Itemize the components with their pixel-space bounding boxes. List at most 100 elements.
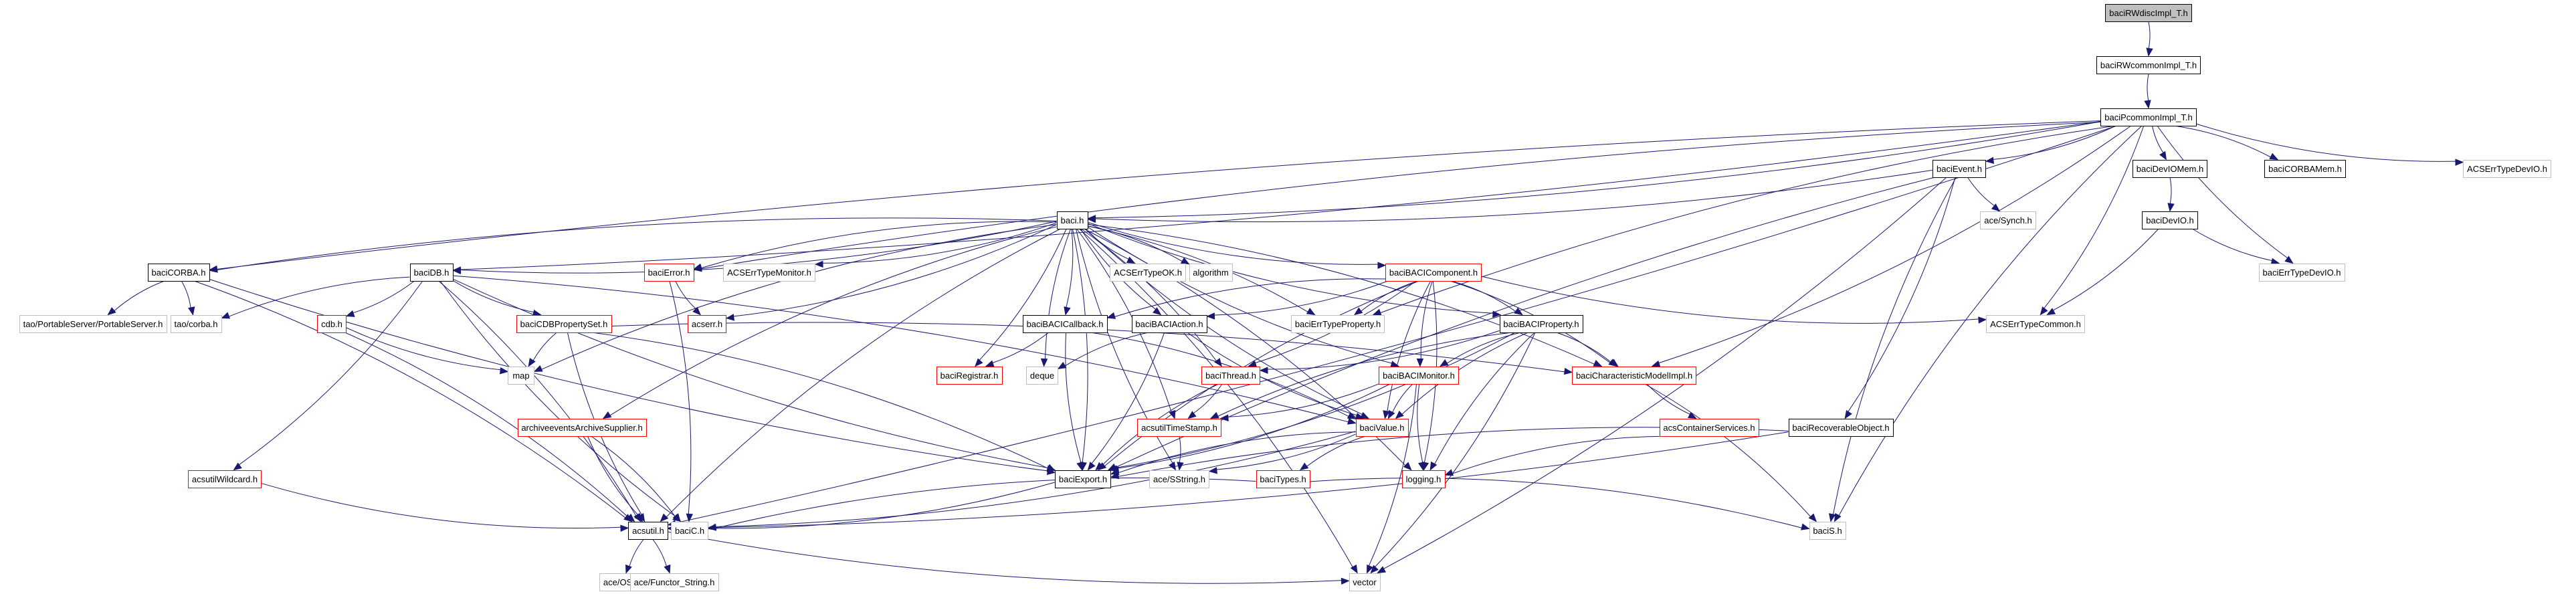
arrowhead-icon bbox=[1834, 512, 1842, 522]
graph-node-acscontainerservices[interactable]: acsContainerServices.h bbox=[1659, 418, 1759, 437]
arrowhead-icon bbox=[1057, 361, 1067, 369]
arrowhead-icon bbox=[1040, 358, 1048, 367]
graph-node-logging[interactable]: logging.h bbox=[1401, 470, 1446, 488]
arrowhead-icon bbox=[1219, 414, 1229, 422]
edge-baciDB-to-acsutil bbox=[439, 281, 637, 517]
arrowhead-icon bbox=[975, 358, 983, 367]
graph-node-acserr[interactable]: acserr.h bbox=[688, 314, 726, 333]
graph-node-bacicorbamem[interactable]: baciCORBAMem.h bbox=[2264, 159, 2346, 178]
arrowhead-icon bbox=[2284, 256, 2294, 264]
arrowhead-icon bbox=[1416, 358, 1424, 367]
edge-baciBACIProperty-to-vector bbox=[1374, 332, 1536, 568]
arrowhead-icon bbox=[107, 307, 116, 316]
edge-baciValue-to-baciC bbox=[714, 431, 1356, 527]
edge-baci-to-acsutil bbox=[666, 229, 1060, 518]
edge-baciPcommonImpl_T-to-baciCORBAMem bbox=[2175, 126, 2272, 158]
graph-node-baciexport[interactable]: baciExport.h bbox=[1055, 470, 1111, 488]
graph-node-vector: vector bbox=[1349, 573, 1381, 591]
graph-node-bacibacimonitor[interactable]: baciBACIMonitor.h bbox=[1379, 366, 1459, 385]
graph-node-bacievent[interactable]: baciEvent.h bbox=[1933, 159, 1986, 178]
graph-node-bacitypes[interactable]: baciTypes.h bbox=[1256, 470, 1310, 488]
graph-node-bacidevio[interactable]: baciDevIO.h bbox=[2142, 211, 2198, 229]
graph-node-acsutil[interactable]: acsutil.h bbox=[628, 521, 668, 540]
arrowhead-icon bbox=[2167, 203, 2175, 212]
edge-baciEvent-to-baci bbox=[1094, 169, 1933, 223]
edge-acsutilWildcard-to-acsutil bbox=[261, 483, 622, 529]
arrowhead-icon bbox=[1985, 157, 1995, 165]
graph-node-deque: deque bbox=[1026, 366, 1058, 385]
edge-baciEvent-to-baciExport bbox=[1114, 177, 1935, 468]
edge-baciPcommonImpl_T-to-baciEvent bbox=[1992, 126, 2116, 160]
graph-node-bacithread[interactable]: baciThread.h bbox=[1201, 366, 1260, 385]
edge-baci-to-baciBACIComponent bbox=[1088, 221, 1379, 265]
edge-baciPcommonImpl_T-to-baciCharacteristicModelImpl bbox=[1658, 126, 2131, 364]
graph-node-taoportableserver: tao/PortableServer/PortableServer.h bbox=[19, 314, 167, 333]
arrowhead-icon bbox=[1844, 410, 1852, 419]
graph-node-bacibacicomponent[interactable]: baciBACIComponent.h bbox=[1385, 263, 1482, 282]
graph-node-bacipcommonimpl-t[interactable]: baciPcommonImpl_T.h bbox=[2100, 108, 2197, 126]
edge-baciBACIMonitor-to-baciExport bbox=[1117, 384, 1390, 469]
arrowhead-icon bbox=[686, 513, 693, 522]
edge-baciBACIProperty-to-baciExport bbox=[1116, 332, 1515, 468]
edge-baciRWcommonImpl_T-to-baciPcommonImpl_T bbox=[2147, 74, 2149, 102]
arrowhead-icon bbox=[1492, 310, 1502, 318]
arrowhead-icon bbox=[625, 564, 632, 574]
edge-acsutil-to-aceFunctorString bbox=[652, 539, 668, 567]
arrowhead-icon bbox=[2159, 151, 2167, 161]
graph-node-bacibacicallback[interactable]: baciBACICallback.h bbox=[1022, 314, 1108, 333]
arrowhead-icon bbox=[1169, 409, 1176, 419]
arrowhead-icon bbox=[1168, 461, 1177, 471]
edge-baciBACIComponent-to-baciBACIAction bbox=[1213, 281, 1387, 316]
graph-node-archiveeventsarchivesupplier[interactable]: archiveeventsArchiveSupplier.h bbox=[517, 418, 647, 437]
graph-node-bacirecoverableobject[interactable]: baciRecoverableObject.h bbox=[1788, 418, 1894, 437]
edge-baciPcommonImpl_T-to-acsutil bbox=[674, 126, 2116, 524]
edge-baci-to-baciBACICallback bbox=[1066, 229, 1074, 308]
graph-node-baciregistrar[interactable]: baciRegistrar.h bbox=[936, 366, 1003, 385]
edge-baci-to-baciThread bbox=[1081, 229, 1217, 362]
edge-cdb-to-map bbox=[346, 327, 502, 371]
arrowhead-icon bbox=[1360, 411, 1370, 419]
edge-baciDB-to-baciC bbox=[440, 281, 676, 517]
graph-node-bacierror[interactable]: baciError.h bbox=[643, 263, 694, 282]
graph-node-bacirwcommonimpl-t[interactable]: baciRWcommonImpl_T.h bbox=[2096, 56, 2201, 74]
edge-archiveeventsArchiveSupplier-to-acsutil bbox=[587, 436, 639, 516]
graph-node-cdb[interactable]: cdb.h bbox=[317, 314, 346, 333]
arrowhead-icon bbox=[533, 365, 543, 372]
graph-node-bacibaciaction[interactable]: baciBACIAction.h bbox=[1131, 314, 1207, 333]
edge-baciValue-to-baciExport bbox=[1117, 431, 1356, 474]
graph-node-bacibaciproperty[interactable]: baciBACIProperty.h bbox=[1499, 314, 1583, 333]
edge-baciPcommonImpl_T-to-baciDevIOMem bbox=[2152, 126, 2164, 154]
arrowhead-icon bbox=[2455, 159, 2464, 166]
edge-baci-to-baciExport bbox=[1072, 229, 1088, 464]
arrowhead-icon bbox=[634, 513, 643, 522]
edge-cdb-to-acsutil bbox=[345, 332, 629, 518]
graph-node-bacicdbpropertyset[interactable]: baciCDBPropertySet.h bbox=[516, 314, 612, 333]
arrowhead-icon bbox=[1403, 462, 1412, 471]
arrowhead-icon bbox=[345, 310, 355, 317]
edge-baciCDBPropertySet-to-map bbox=[532, 332, 557, 362]
arrowhead-icon bbox=[1306, 308, 1316, 316]
graph-node-bacicharacteristicmodelimpl[interactable]: baciCharacteristicModelImpl.h bbox=[1572, 366, 1696, 385]
graph-node-bacidb[interactable]: baciDB.h bbox=[409, 263, 454, 282]
edge-baci-to-baciBACIMonitor bbox=[1088, 227, 1393, 364]
graph-node-acsutiltimestamp[interactable]: acsutilTimeStamp.h bbox=[1137, 418, 1221, 437]
arrowhead-icon bbox=[499, 367, 509, 375]
graph-node-acesstring: ace/SString.h bbox=[1149, 470, 1209, 488]
arrowhead-icon bbox=[1377, 262, 1387, 269]
graph-node-acserrtypecommon: ACSErrTypeCommon.h bbox=[1986, 314, 2085, 333]
graph-node-bacicorba[interactable]: baciCORBA.h bbox=[147, 263, 210, 282]
arrowhead-icon bbox=[1259, 367, 1268, 374]
graph-node-bacirwdiscimpl-t: baciRWdiscImpl_T.h bbox=[2105, 3, 2192, 22]
arrowhead-icon bbox=[1808, 513, 1817, 522]
edge-baciEvent-to-baciRecoverableObject bbox=[1847, 177, 1956, 413]
edge-acsutil-to-vector bbox=[668, 531, 1343, 584]
graph-node-baci[interactable]: baci.h bbox=[1056, 211, 1088, 229]
graph-node-acsutilwildcard[interactable]: acsutilWildcard.h bbox=[188, 470, 262, 488]
graph-node-bacideviomem[interactable]: baciDevIOMem.h bbox=[2133, 159, 2207, 178]
edge-baci-to-baciCORBA bbox=[216, 217, 1057, 271]
graph-node-bacivalue[interactable]: baciValue.h bbox=[1355, 418, 1409, 437]
edge-baci-to-baciValue bbox=[1085, 229, 1363, 415]
arrowhead-icon bbox=[1991, 203, 2001, 212]
arrowhead-icon bbox=[1153, 307, 1162, 316]
